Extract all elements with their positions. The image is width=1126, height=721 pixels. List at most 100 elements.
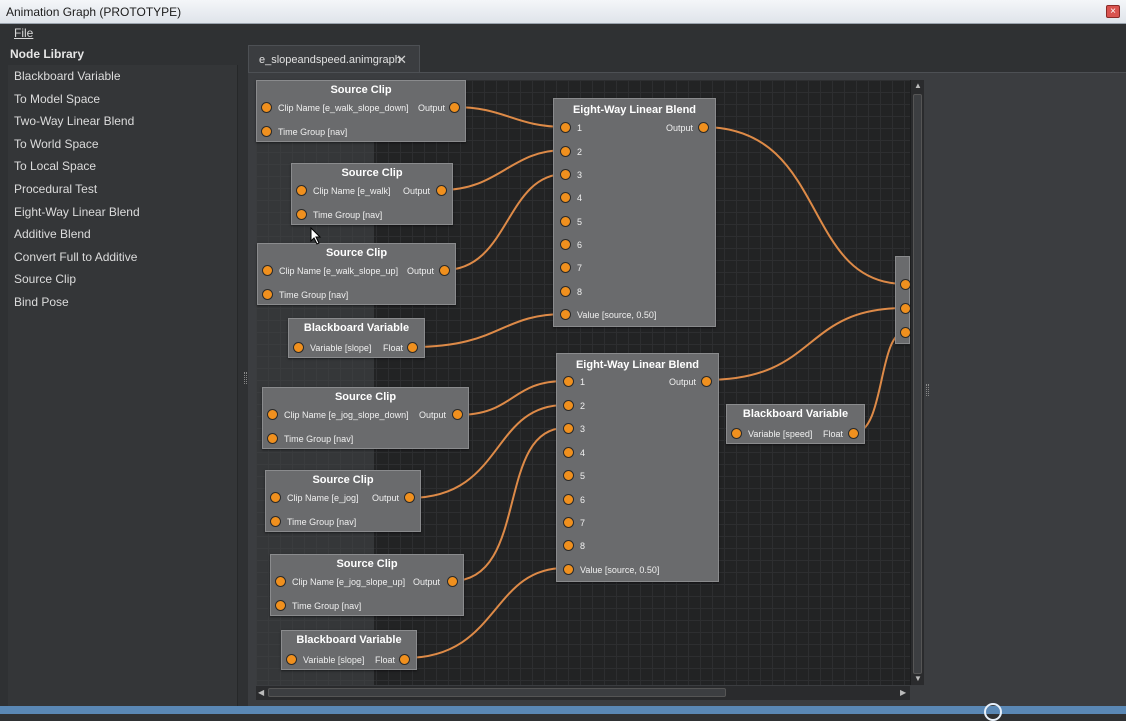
node-source-clip-walk[interactable]: Source Clip Clip Name [e_walk] Output Ti… bbox=[291, 163, 453, 225]
input-pin-5[interactable] bbox=[560, 216, 571, 227]
node-eight-way-linear-blend-1[interactable]: Eight-Way Linear Blend 1 Output 2 3 4 5 … bbox=[553, 98, 716, 327]
input-pin[interactable] bbox=[296, 209, 307, 220]
node-title: Source Clip bbox=[325, 247, 388, 259]
input-label-2: 2 bbox=[580, 401, 586, 411]
output-label: Output bbox=[666, 123, 694, 133]
input-pin-2[interactable] bbox=[563, 400, 574, 411]
input-pin-3[interactable] bbox=[560, 169, 571, 180]
output-pin[interactable] bbox=[698, 122, 709, 133]
time-group-label: Time Group [nav] bbox=[292, 601, 362, 611]
scroll-left-icon[interactable]: ◀ bbox=[258, 688, 265, 697]
input-pin[interactable] bbox=[262, 265, 273, 276]
node-source-clip-jog-slope-up[interactable]: Source Clip Clip Name [e_jog_slope_up] O… bbox=[270, 554, 464, 616]
input-pin-8[interactable] bbox=[560, 286, 571, 297]
output-label: Output bbox=[418, 103, 446, 113]
output-pin[interactable] bbox=[407, 342, 418, 353]
input-pin[interactable] bbox=[275, 576, 286, 587]
input-pin[interactable] bbox=[261, 102, 272, 113]
library-item-blackboard-variable[interactable]: Blackboard Variable bbox=[14, 69, 121, 83]
node-blackboard-variable-slope-2[interactable]: Blackboard Variable Variable [slope] Flo… bbox=[281, 630, 417, 670]
input-pin-4[interactable] bbox=[560, 192, 571, 203]
input-pin-7[interactable] bbox=[560, 262, 571, 273]
input-label-6: 6 bbox=[580, 495, 586, 505]
input-pin[interactable] bbox=[270, 492, 281, 503]
clip-name-label: Clip Name [e_jog_slope_up] bbox=[292, 577, 406, 587]
output-pin[interactable] bbox=[404, 492, 415, 503]
output-pin[interactable] bbox=[436, 185, 447, 196]
node-title: Source Clip bbox=[336, 558, 398, 570]
input-pin[interactable] bbox=[286, 654, 297, 665]
node-source-clip-walk-slope-down[interactable]: Source Clip Clip Name [e_walk_slope_down… bbox=[256, 80, 466, 142]
value-label: Value [source, 0.50] bbox=[580, 565, 660, 575]
node-partial-right[interactable] bbox=[895, 256, 911, 344]
input-pin[interactable] bbox=[262, 289, 273, 300]
close-icon[interactable]: × bbox=[1106, 5, 1120, 18]
input-pin[interactable] bbox=[267, 409, 278, 420]
input-pin[interactable] bbox=[296, 185, 307, 196]
node-eight-way-linear-blend-2[interactable]: Eight-Way Linear Blend 1 Output 2 3 4 5 … bbox=[556, 353, 719, 582]
vertical-scrollbar[interactable]: ▲ ▼ bbox=[910, 80, 924, 685]
library-item-procedural-test[interactable]: Procedural Test bbox=[14, 181, 98, 196]
input-pin-6[interactable] bbox=[563, 494, 574, 505]
input-pin[interactable] bbox=[275, 600, 286, 611]
input-label-5: 5 bbox=[577, 217, 583, 227]
output-pin[interactable] bbox=[848, 428, 859, 439]
input-pin-1[interactable] bbox=[560, 122, 571, 133]
right-splitter-handle[interactable] bbox=[926, 384, 929, 396]
node-blackboard-variable-speed[interactable]: Blackboard Variable Variable [speed] Flo… bbox=[726, 404, 865, 444]
scroll-right-icon[interactable]: ▶ bbox=[900, 688, 907, 697]
input-pin-4[interactable] bbox=[563, 447, 574, 458]
input-pin-2[interactable] bbox=[560, 146, 571, 157]
input-pin[interactable] bbox=[293, 342, 304, 353]
value-pin[interactable] bbox=[560, 309, 571, 320]
library-item-to-model-space[interactable]: To Model Space bbox=[14, 91, 101, 106]
library-item-convert-full-to-additive[interactable]: Convert Full to Additive bbox=[14, 249, 138, 264]
input-pin[interactable] bbox=[261, 126, 272, 137]
output-pin[interactable] bbox=[449, 102, 460, 113]
variable-label: Variable [slope] bbox=[303, 655, 365, 665]
output-pin[interactable] bbox=[447, 576, 458, 587]
sidebar-splitter-handle[interactable] bbox=[244, 372, 247, 384]
clip-name-label: Clip Name [e_walk_slope_up] bbox=[279, 266, 399, 276]
output-pin[interactable] bbox=[399, 654, 410, 665]
horizontal-scrollbar[interactable]: ◀ ▶ bbox=[256, 686, 910, 700]
scroll-up-icon[interactable]: ▲ bbox=[914, 81, 922, 90]
library-item-additive-blend[interactable]: Additive Blend bbox=[14, 227, 91, 242]
input-pin[interactable] bbox=[267, 433, 278, 444]
input-pin-1[interactable] bbox=[563, 376, 574, 387]
library-item-to-world-space[interactable]: To World Space bbox=[14, 136, 99, 151]
vertical-scroll-thumb[interactable] bbox=[913, 94, 922, 674]
node-source-clip-jog[interactable]: Source Clip Clip Name [e_jog] Output Tim… bbox=[265, 470, 421, 532]
horizontal-scroll-thumb[interactable] bbox=[268, 688, 726, 697]
library-item-two-way-linear-blend[interactable]: Two-Way Linear Blend bbox=[14, 114, 135, 129]
input-pin-6[interactable] bbox=[560, 239, 571, 250]
input-pin-8[interactable] bbox=[563, 540, 574, 551]
output-label: Output bbox=[413, 577, 441, 587]
node-blackboard-variable-slope[interactable]: Blackboard Variable Variable [slope] Flo… bbox=[288, 318, 425, 358]
menu-file[interactable]: File bbox=[14, 26, 34, 40]
input-label-4: 4 bbox=[577, 193, 583, 203]
pin-icon[interactable]: ✕ bbox=[396, 52, 407, 67]
value-pin[interactable] bbox=[563, 564, 574, 575]
library-item-to-local-space[interactable]: To Local Space bbox=[14, 159, 97, 174]
output-label: Output bbox=[419, 410, 447, 420]
output-label: Output bbox=[372, 493, 400, 503]
output-pin[interactable] bbox=[439, 265, 450, 276]
library-item-source-clip[interactable]: Source Clip bbox=[14, 272, 77, 287]
library-item-eight-way-linear-blend[interactable]: Eight-Way Linear Blend bbox=[14, 204, 140, 219]
input-pin-3[interactable] bbox=[563, 423, 574, 434]
tab-animgraph[interactable]: e_slopeandspeed.animgraph ✕ bbox=[248, 45, 420, 73]
library-item-bind-pose[interactable]: Bind Pose bbox=[14, 294, 69, 309]
output-pin[interactable] bbox=[452, 409, 463, 420]
input-pin-5[interactable] bbox=[563, 470, 574, 481]
output-pin[interactable] bbox=[701, 376, 712, 387]
output-label: Output bbox=[407, 266, 435, 276]
input-pin[interactable] bbox=[270, 516, 281, 527]
node-source-clip-jog-slope-down[interactable]: Source Clip Clip Name [e_jog_slope_down]… bbox=[262, 387, 469, 449]
scroll-down-icon[interactable]: ▼ bbox=[914, 674, 922, 683]
node-title: Eight-Way Linear Blend bbox=[572, 104, 697, 116]
input-pin[interactable] bbox=[731, 428, 742, 439]
input-label-8: 8 bbox=[580, 541, 586, 551]
input-pin-7[interactable] bbox=[563, 517, 574, 528]
node-source-clip-walk-slope-up[interactable]: Source Clip Clip Name [e_walk_slope_up] … bbox=[257, 243, 456, 305]
